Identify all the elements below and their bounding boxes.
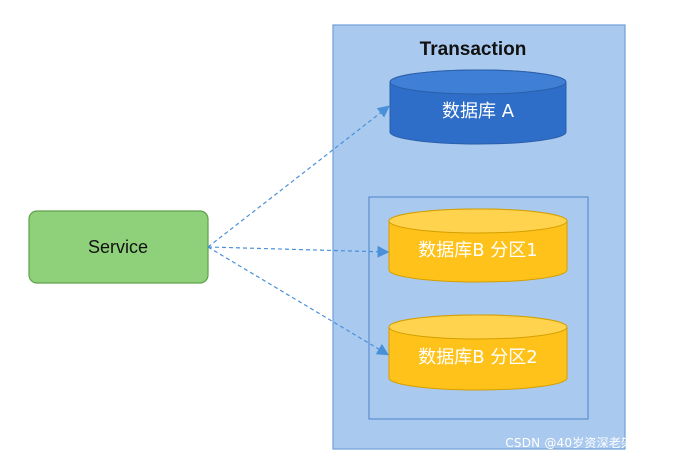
db-a-cylinder: 数据库 A: [389, 69, 567, 145]
watermark-text: CSDN @40岁资深老架构师尼恩: [505, 436, 682, 450]
arrow-service-to-db-a: [207, 105, 390, 248]
db-a-label: 数据库 A: [442, 101, 515, 122]
arrow-service-to-db-b-partition-1: [207, 245, 390, 258]
db-b-partition-2-label: 数据库B 分区2: [418, 347, 538, 368]
transaction-title: Transaction: [420, 39, 527, 60]
db-b-partition-2-cylinder: 数据库B 分区2: [388, 314, 568, 391]
partition-group: [368, 196, 589, 420]
db-b-partition-1-label: 数据库B 分区1: [418, 240, 538, 261]
db-b-partition-1-cylinder: 数据库B 分区1: [388, 208, 568, 283]
service-label: Service: [88, 237, 148, 257]
